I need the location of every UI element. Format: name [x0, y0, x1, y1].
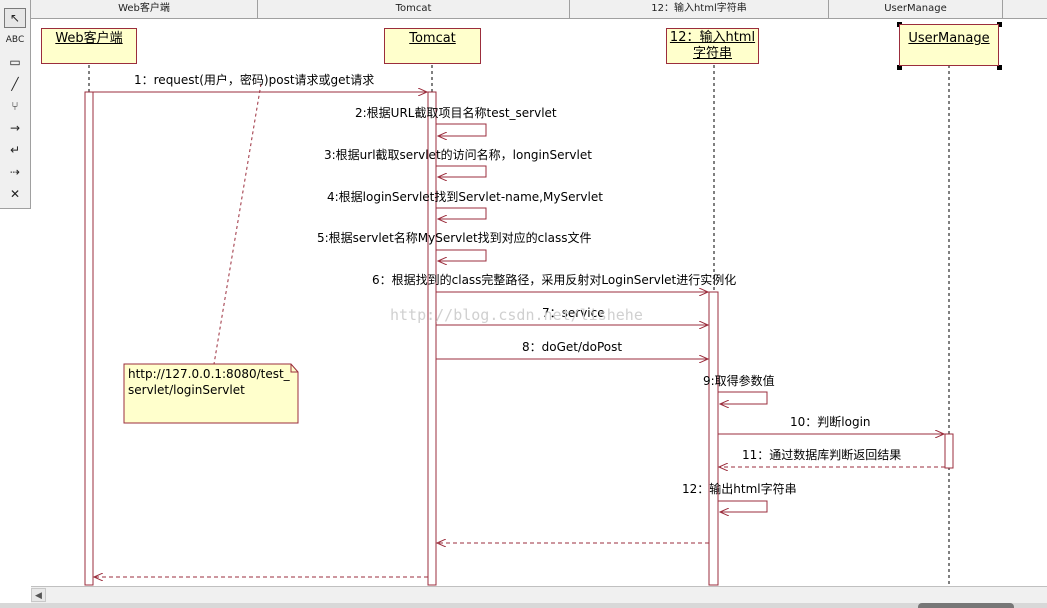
- lifeline-header: Web客户端 Tomcat 12：输入html字符串 UserManage: [31, 0, 1047, 19]
- tool-palette: ↖ ABC ▭ ╱ ⑂ → ↵ ⇢ ✕: [0, 0, 31, 209]
- arrow-cursor-icon[interactable]: ↖: [4, 8, 26, 28]
- header-usermanage[interactable]: UserManage: [829, 0, 1003, 18]
- msg7-label[interactable]: 7：service: [542, 306, 605, 320]
- dashed-arrow-icon[interactable]: ⇢: [9, 165, 21, 179]
- header-web-client[interactable]: Web客户端: [31, 0, 258, 18]
- msg10-label[interactable]: 10：判断login: [790, 415, 871, 429]
- msg9-label[interactable]: 9:取得参数值: [703, 374, 775, 388]
- msg3-arrow: [436, 165, 487, 177]
- msg2-label[interactable]: 2:根据URL截取项目名称test_servlet: [355, 106, 557, 120]
- msg5-arrow: [436, 249, 487, 261]
- msg3-label[interactable]: 3:根据url截取servlet的访问名称，longinServlet: [324, 148, 592, 162]
- object-usermanage[interactable]: UserManage: [899, 24, 999, 66]
- object-html-output-line2: 字符串: [692, 46, 732, 61]
- msg9-arrow: [718, 391, 768, 404]
- note-shape: [123, 363, 299, 424]
- note-text[interactable]: http://127.0.0.1:8080/test_ servlet/logi…: [128, 366, 290, 398]
- note-line1: http://127.0.0.1:8080/test_: [128, 367, 290, 381]
- header-tomcat[interactable]: Tomcat: [258, 0, 570, 18]
- msg12-label[interactable]: 12：输出html字符串: [682, 482, 797, 496]
- activation-tomcat: [427, 91, 437, 586]
- msg11-label[interactable]: 11：通过数据库判断返回结果: [742, 448, 902, 462]
- object-web-client[interactable]: Web客户端: [41, 28, 137, 64]
- status-strip: [0, 603, 1047, 608]
- object-html-output-line1: 12：输入html: [669, 30, 756, 45]
- arrow-right-icon[interactable]: →: [9, 121, 21, 135]
- activation-web-client: [84, 91, 94, 586]
- note-line2: servlet/loginServlet: [128, 383, 245, 397]
- msg4-arrow: [436, 207, 487, 219]
- close-x-icon[interactable]: ✕: [9, 187, 21, 201]
- object-html-output[interactable]: 12：输入html 字符串: [666, 28, 759, 64]
- note-icon[interactable]: ▭: [9, 55, 21, 69]
- msg4-label[interactable]: 4:根据loginServlet找到Servlet-name,MyServlet: [327, 190, 603, 204]
- scroll-left-icon[interactable]: ◀: [31, 588, 46, 602]
- object-tomcat[interactable]: Tomcat: [384, 28, 481, 64]
- note-fold: [290, 364, 298, 373]
- header-html-output[interactable]: 12：输入html字符串: [570, 0, 829, 18]
- text-abc-icon[interactable]: ABC: [5, 35, 25, 45]
- msg12-arrow: [718, 500, 768, 512]
- note-anchor-line: [213, 83, 262, 365]
- status-knob: [918, 603, 1014, 608]
- watermark: http://blog.csdn.net/lishehe: [390, 306, 643, 324]
- self-arrow-icon[interactable]: ↵: [9, 143, 21, 157]
- activation-usermanage: [944, 433, 954, 469]
- msg8-label[interactable]: 8：doGet/doPost: [522, 340, 623, 354]
- dashed-line-icon[interactable]: ╱: [11, 77, 19, 91]
- msg6-label[interactable]: 6：根据找到的class完整路径，采用反射对LoginServlet进行实例化: [372, 273, 737, 287]
- msg2-arrow: [436, 123, 487, 136]
- msg5-label[interactable]: 5:根据servlet名称MyServlet找到对应的class文件: [317, 231, 592, 245]
- object-icon[interactable]: ⑂: [11, 99, 19, 113]
- horizontal-scrollbar[interactable]: ◀: [31, 586, 1047, 603]
- activation-html-output: [708, 291, 719, 586]
- msg1-label[interactable]: 1：request(用户，密码)post请求或get请求: [134, 73, 375, 87]
